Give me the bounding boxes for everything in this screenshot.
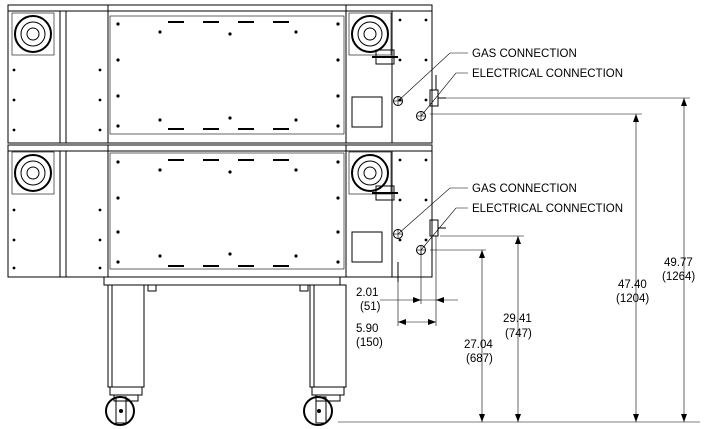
upper-oven: [7, 4, 446, 144]
upper-gas-connection-label: GAS CONNECTION: [472, 48, 577, 60]
gas-connection-port: [393, 229, 403, 239]
caster-wheel: [105, 386, 143, 426]
fan-icon: [348, 12, 392, 56]
lower-oven: [7, 144, 446, 282]
oven-base: [103, 276, 341, 286]
dim-29-41-in: 29.41: [503, 313, 532, 325]
dimension-arrows: [398, 98, 687, 422]
fan-icon: [348, 151, 392, 195]
dim-5-90-mm: (150): [356, 337, 383, 349]
lower-electrical-connection-label: ELECTRICAL CONNECTION: [472, 203, 623, 215]
dim-47-40-in: 47.40: [618, 279, 647, 291]
fan-icon: [11, 12, 55, 56]
dim-27-04-mm: (687): [466, 353, 493, 365]
dim-49-77-in: 49.77: [664, 257, 693, 269]
electrical-connection-port: [416, 111, 426, 121]
fan-icon: [11, 151, 55, 195]
dim-49-77-mm: (1264): [662, 271, 695, 283]
gas-connection-port: [393, 96, 403, 106]
stand-legs: [107, 284, 347, 388]
caster-wheel: [303, 386, 345, 426]
dim-29-41-mm: (747): [505, 328, 532, 340]
dim-5-90-in: 5.90: [356, 323, 378, 335]
dim-47-40-mm: (1204): [616, 293, 649, 305]
access-panel: [351, 96, 383, 128]
dim-2-01-mm: (51): [360, 301, 381, 313]
dimension-lines: [338, 97, 700, 423]
dim-27-04-in: 27.04: [464, 339, 493, 351]
access-panel: [351, 231, 383, 263]
dim-2-01-in: 2.01: [356, 287, 378, 299]
lower-gas-connection-label: GAS CONNECTION: [472, 183, 577, 195]
upper-electrical-connection-label: ELECTRICAL CONNECTION: [472, 68, 623, 80]
callout-leaders: [397, 52, 468, 251]
